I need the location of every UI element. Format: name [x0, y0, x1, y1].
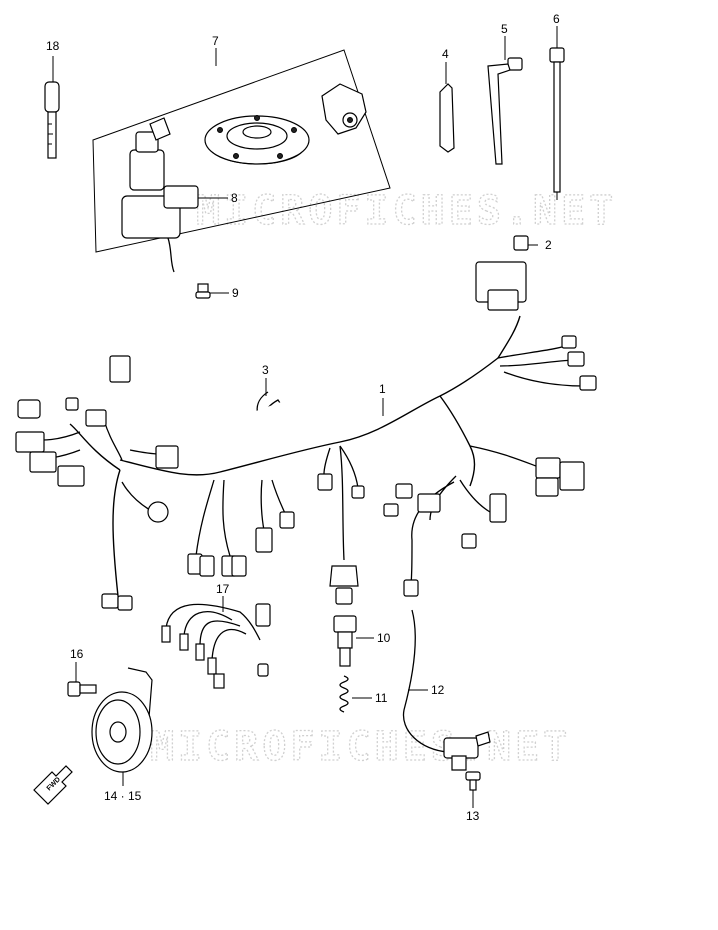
part-4-clamp	[439, 83, 455, 153]
watermark-bottom: MICROFICHES.NET	[150, 724, 571, 770]
callout-9: 9	[232, 286, 239, 300]
part-6-cable-tie	[549, 47, 565, 200]
part-12-side-stand-switch	[402, 609, 491, 771]
part-5-band	[487, 57, 523, 165]
part-2-fuse	[513, 235, 529, 251]
callout-17: 17	[216, 582, 230, 596]
callout-13: 13	[466, 809, 480, 823]
part-1-wiring-harness	[15, 261, 597, 611]
callout-1: 1	[379, 382, 386, 396]
callout-11: 11	[375, 691, 388, 705]
callout-3: 3	[262, 363, 269, 377]
callout-5: 5	[501, 22, 508, 36]
callout-6: 6	[553, 12, 560, 26]
part-7-seat-lock	[321, 83, 367, 135]
part-16-bolt	[67, 681, 97, 697]
callout-12: 12	[431, 683, 445, 697]
part-9-screw	[195, 283, 211, 299]
callout-leader-lines	[75, 26, 558, 808]
key-set-kit-box	[92, 49, 391, 253]
forward-direction-arrow: FWD	[33, 765, 73, 805]
callout-14-15: 14 · 15	[104, 789, 142, 803]
callout-18: 18	[46, 39, 60, 53]
watermark-top: MICROFICHES.NET	[196, 188, 617, 234]
callout-8: 8	[231, 191, 238, 205]
part-7-fuel-cap	[204, 115, 310, 165]
callout-10: 10	[377, 631, 391, 645]
callout-7: 7	[212, 34, 219, 48]
part-10-switch	[333, 615, 357, 667]
part-13-screw	[465, 771, 481, 791]
callout-2: 2	[545, 238, 552, 252]
part-11-spring	[339, 675, 349, 713]
part-14-horn	[91, 667, 153, 773]
callout-4: 4	[442, 47, 449, 61]
part-18-key	[44, 56, 60, 159]
part-7-ignition-switch	[121, 117, 199, 273]
callout-16: 16	[70, 647, 84, 661]
part-17-sub-harness	[161, 603, 271, 689]
